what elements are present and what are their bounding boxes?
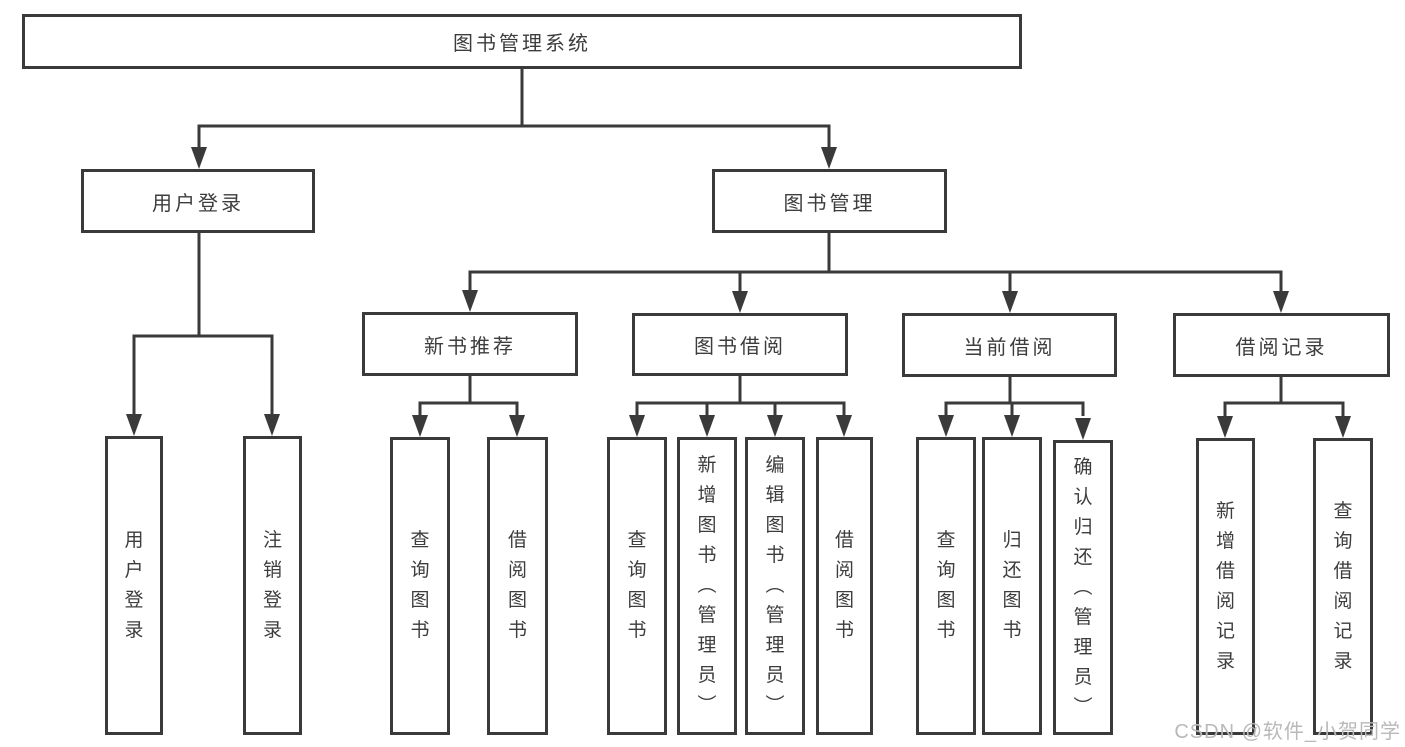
csdn-watermark: CSDN @软件_小贺同学 [1174,721,1401,743]
leaf-label: 查 询 图 书 [936,530,956,641]
node-label: 借阅记录 [1235,336,1328,359]
leaf-add-books-admin: 新 增 图 书 ︵ 管 理 员 ︶ [677,437,737,735]
leaf-borrow-books-newbook: 借 阅 图 书 [487,437,548,735]
node-book-management-branch: 图书管理 [712,169,947,233]
node-label: 用户登录 [152,192,244,215]
leaf-label: 新 增 借 阅 记 录 [1215,500,1235,672]
leaf-borrow-books-borrowing: 借 阅 图 书 [816,437,873,735]
node-book-borrowing: 图书借阅 [632,313,848,376]
leaf-label: 编 辑 图 书 ︵ 管 理 员 ︶ [765,455,785,716]
leaf-query-books-newbook: 查 询 图 书 [390,437,450,735]
leaf-label: 新 增 图 书 ︵ 管 理 员 ︶ [697,455,717,716]
leaf-label: 查 询 图 书 [410,530,430,641]
leaf-query-books-current: 查 询 图 书 [916,437,976,735]
leaf-query-borrow-record: 查 询 借 阅 记 录 [1313,438,1373,735]
node-user-login-branch: 用户登录 [81,169,315,233]
node-label: 图书管理 [783,192,876,215]
leaf-label: 借 阅 图 书 [834,530,854,641]
leaf-label: 确 认 归 还 ︵ 管 理 员 ︶ [1073,456,1093,718]
leaf-user-login: 用 户 登 录 [105,436,163,735]
leaf-query-books-borrowing: 查 询 图 书 [607,437,667,735]
leaf-logout: 注 销 登 录 [243,436,302,735]
node-borrowing-records: 借阅记录 [1173,313,1390,377]
leaf-label: 注 销 登 录 [262,529,282,641]
leaf-edit-books-admin: 编 辑 图 书 ︵ 管 理 员 ︶ [745,437,805,735]
node-label: 图书借阅 [694,336,786,358]
node-label: 新书推荐 [424,335,516,358]
node-library-management-system: 图书管理系统 [22,14,1022,69]
leaf-label: 借 阅 图 书 [507,530,527,641]
leaf-label: 归 还 图 书 [1002,530,1022,641]
leaf-return-books: 归 还 图 书 [982,437,1042,735]
leaf-label: 查 询 借 阅 记 录 [1333,500,1353,672]
leaf-add-borrow-record: 新 增 借 阅 记 录 [1196,438,1255,735]
leaf-confirm-return-admin: 确 认 归 还 ︵ 管 理 员 ︶ [1053,440,1113,735]
node-new-book-recommend: 新书推荐 [362,312,578,376]
node-label: 图书管理系统 [453,33,591,55]
node-current-borrowing: 当前借阅 [902,313,1117,377]
leaf-label: 用 户 登 录 [124,529,144,641]
leaf-label: 查 询 图 书 [627,530,647,641]
node-label: 当前借阅 [963,336,1056,359]
